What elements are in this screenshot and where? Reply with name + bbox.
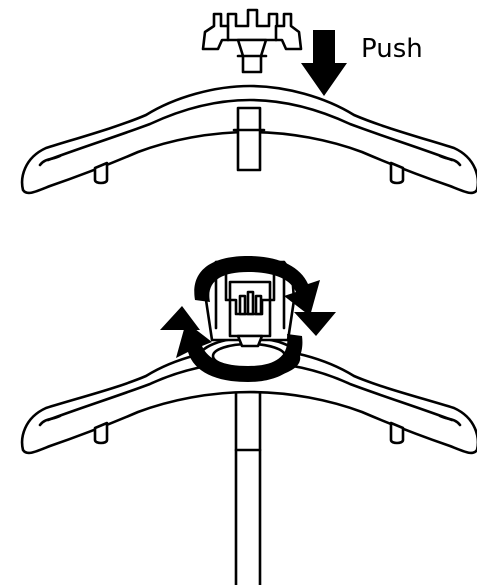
step1-group: Push [20,8,477,195]
step2-group [20,256,477,585]
push-label: Push [361,34,423,64]
hook-clip-icon [201,8,303,74]
pole-icon [234,390,262,585]
hanger-icon [20,84,477,195]
rotate-arrows-icon [160,256,336,382]
down-arrow-icon [301,30,347,96]
